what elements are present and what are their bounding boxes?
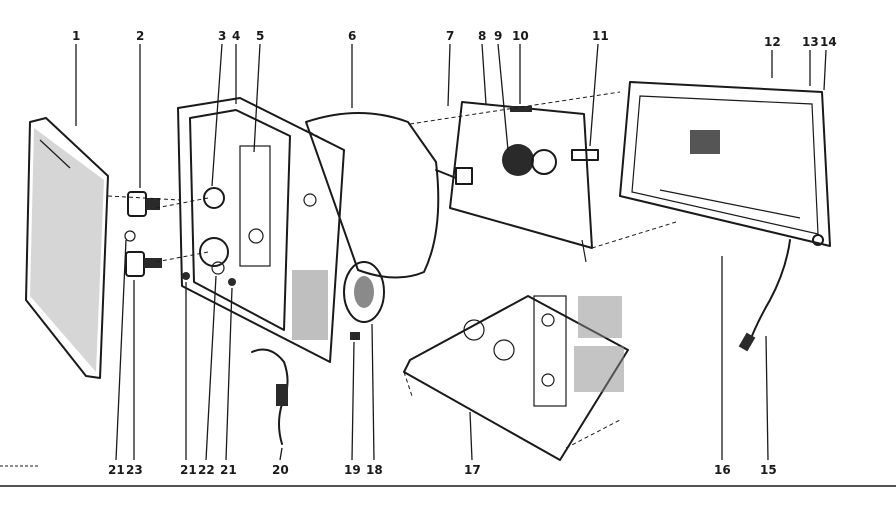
callout-5: 5: [256, 29, 264, 43]
callout-16: 16: [714, 463, 731, 477]
main-chassis: [403, 295, 629, 461]
callout-1: 1: [72, 29, 80, 43]
callout-6: 6: [348, 29, 356, 43]
callout-18: 18: [366, 463, 383, 477]
control-knob-lower: [124, 230, 162, 277]
callout-13: 13: [802, 35, 819, 49]
callout-21-left: 21: [108, 463, 125, 477]
antenna-lead: [251, 348, 289, 445]
callout-3: 3: [218, 29, 226, 43]
callout-19: 19: [344, 463, 361, 477]
callout-8: 8: [478, 29, 486, 43]
callout-22: 22: [198, 463, 215, 477]
picture-tube: [305, 112, 473, 279]
callout-2: 2: [136, 29, 144, 43]
callout-9: 9: [494, 29, 502, 43]
callout-20: 20: [272, 463, 289, 477]
control-knob-upper: [127, 191, 160, 217]
power-cord: [738, 239, 791, 352]
front-glass-panel: [25, 117, 109, 379]
callout-7: 7: [446, 29, 454, 43]
callout-leaders: [75, 43, 827, 461]
speaker: [343, 261, 385, 340]
callout-17: 17: [464, 463, 481, 477]
callout-11: 11: [592, 29, 609, 43]
border-lines: [0, 465, 896, 487]
callout-21-right: 21: [220, 463, 237, 477]
callout-23: 23: [126, 463, 143, 477]
callout-21-mid: 21: [180, 463, 197, 477]
callout-15: 15: [760, 463, 777, 477]
callout-labels: 1 2 3 4 5 6 7 8 9 10 11 12 13 14 21 23 2…: [72, 29, 837, 477]
front-bezel: [177, 97, 345, 363]
back-cabinet: [619, 81, 831, 247]
callout-10: 10: [512, 29, 529, 43]
callout-4: 4: [232, 29, 240, 43]
callout-14: 14: [820, 35, 837, 49]
screw-set: [182, 261, 236, 286]
callout-12: 12: [764, 35, 781, 49]
assembly-lines: [107, 91, 677, 449]
